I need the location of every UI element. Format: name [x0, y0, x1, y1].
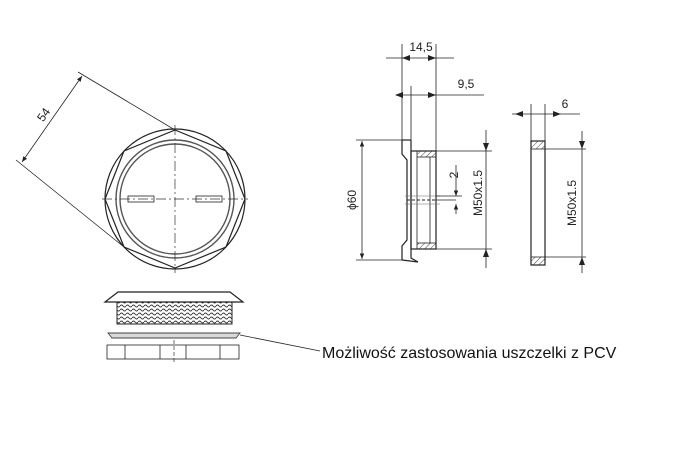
note-leader — [239, 334, 321, 352]
cap-flange — [103, 291, 245, 303]
flange-section — [401, 140, 408, 260]
seal-section-view: 6 M50x1.5 — [512, 97, 586, 273]
ext-line-54-a — [77, 71, 176, 131]
ext-line-54-b — [15, 159, 125, 248]
seal-note: Możliwość zastosowania uszczelki z PCV — [322, 345, 617, 362]
dim-14-5-label: 14,5 — [409, 40, 433, 54]
threaded-body — [116, 301, 233, 325]
dim-60-label: ϕ60 — [345, 190, 359, 210]
dim-line-54 — [21, 75, 83, 163]
dim-2-label: 2 — [447, 171, 461, 178]
nut-body — [106, 344, 240, 360]
dim-m50-label: M50x1.5 — [471, 170, 485, 216]
dim-m50-seal-label: M50x1.5 — [565, 180, 579, 226]
assembly-view — [103, 291, 321, 362]
dim-9-5-label: 9,5 — [458, 77, 475, 91]
dim-6-label: 6 — [562, 97, 569, 111]
side-section-view: 14,5 9,5 ϕ60 2 M50x1.5 — [345, 40, 492, 268]
hex-outline — [104, 129, 246, 269]
seal-ring — [107, 332, 241, 339]
front-view: 54 — [15, 71, 248, 273]
seal-outline — [530, 140, 546, 266]
